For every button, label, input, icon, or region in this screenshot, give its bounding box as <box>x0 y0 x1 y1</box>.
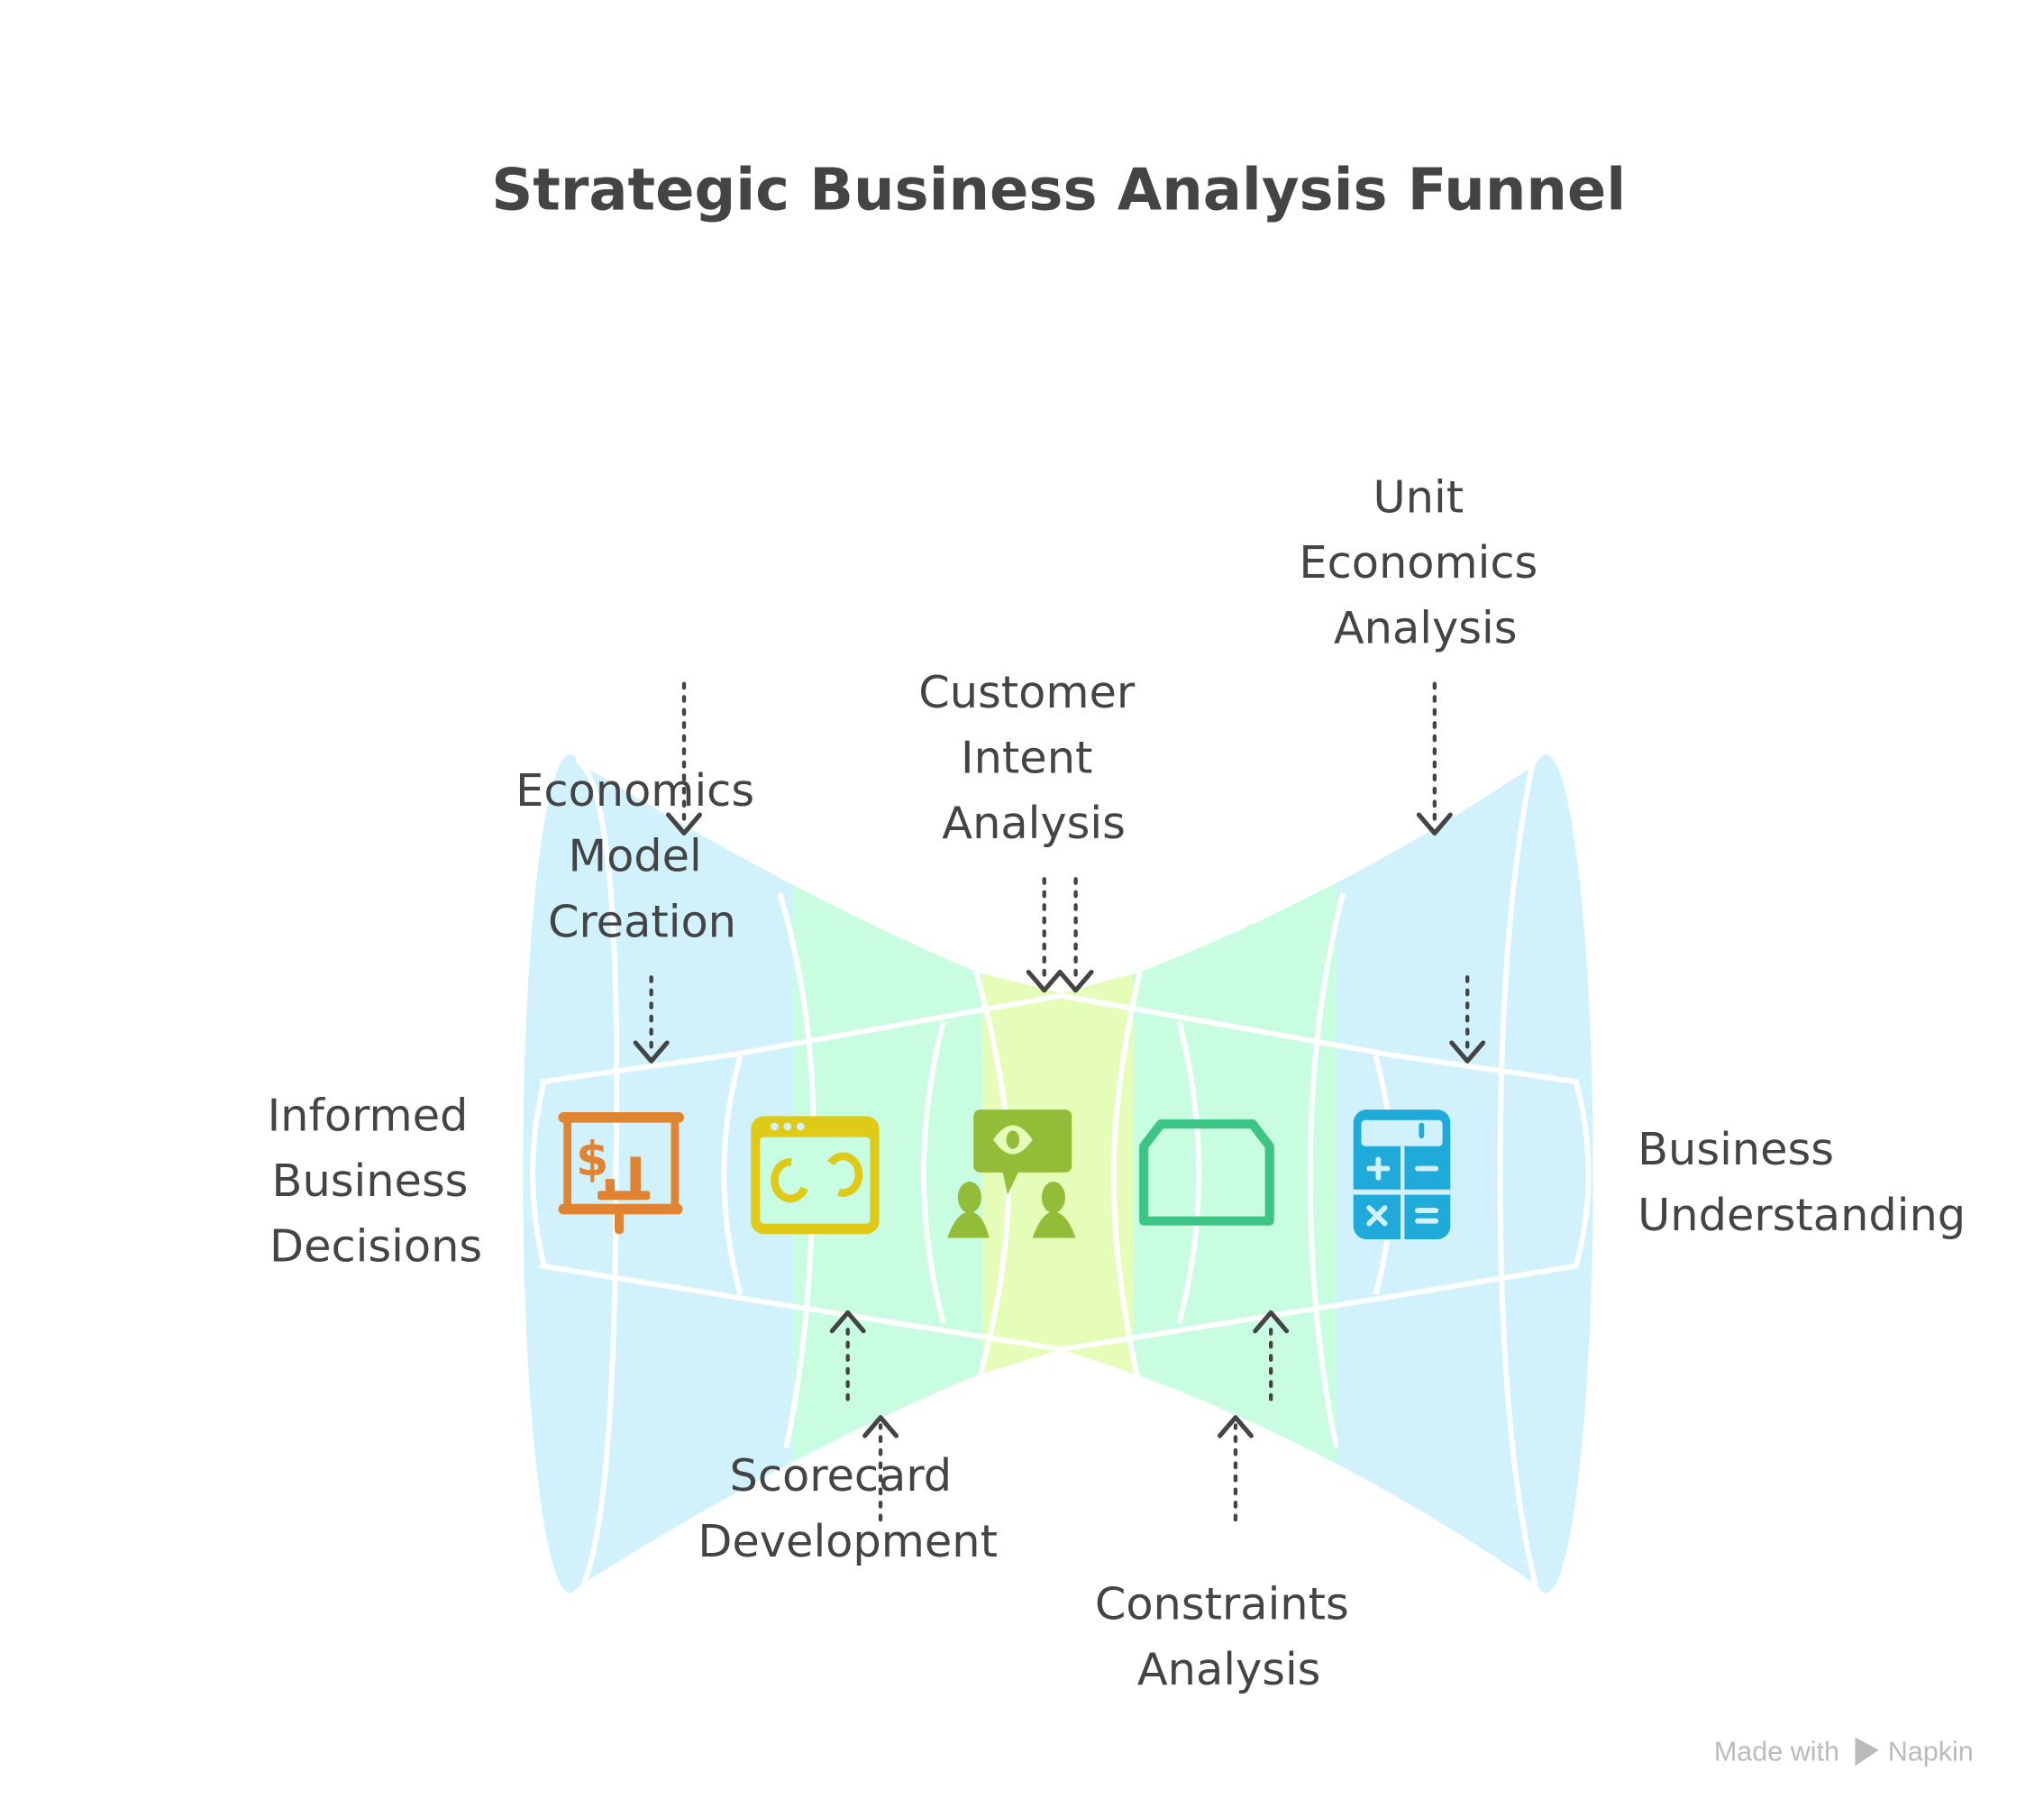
people-eye-speech-icon <box>947 1109 1076 1238</box>
svg-text:Napkin: Napkin <box>1888 1736 1974 1767</box>
connector-arrows <box>633 681 1486 1522</box>
folder-box-icon <box>1139 1119 1274 1226</box>
napkin-watermark: Made with Napkin <box>1714 1736 1974 1767</box>
label-economics-model-creation: Economics Model Creation <box>516 764 769 947</box>
napkin-logo-icon <box>1855 1737 1879 1767</box>
label-informed-business-decisions: Informed Business Decisions <box>268 1089 483 1272</box>
calculator-icon <box>1353 1109 1451 1240</box>
page-title: Strategic Business Analysis Funnel <box>491 158 1626 224</box>
label-business-understanding: Business Understanding <box>1638 1123 1966 1241</box>
label-scorecard-development: Scorecard Development <box>698 1449 998 1567</box>
label-constraints-analysis: Constraints Analysis <box>1095 1578 1364 1696</box>
label-customer-intent-analysis: Customer Intent Analysis <box>918 666 1149 849</box>
svg-text:Made with: Made with <box>1714 1736 1839 1767</box>
presentation-dollar-chart-icon: $ <box>558 1112 684 1235</box>
browser-code-icon <box>751 1116 880 1235</box>
svg-text:$: $ <box>576 1132 608 1187</box>
label-unit-economics-analysis: Unit Economics Analysis <box>1299 470 1552 653</box>
